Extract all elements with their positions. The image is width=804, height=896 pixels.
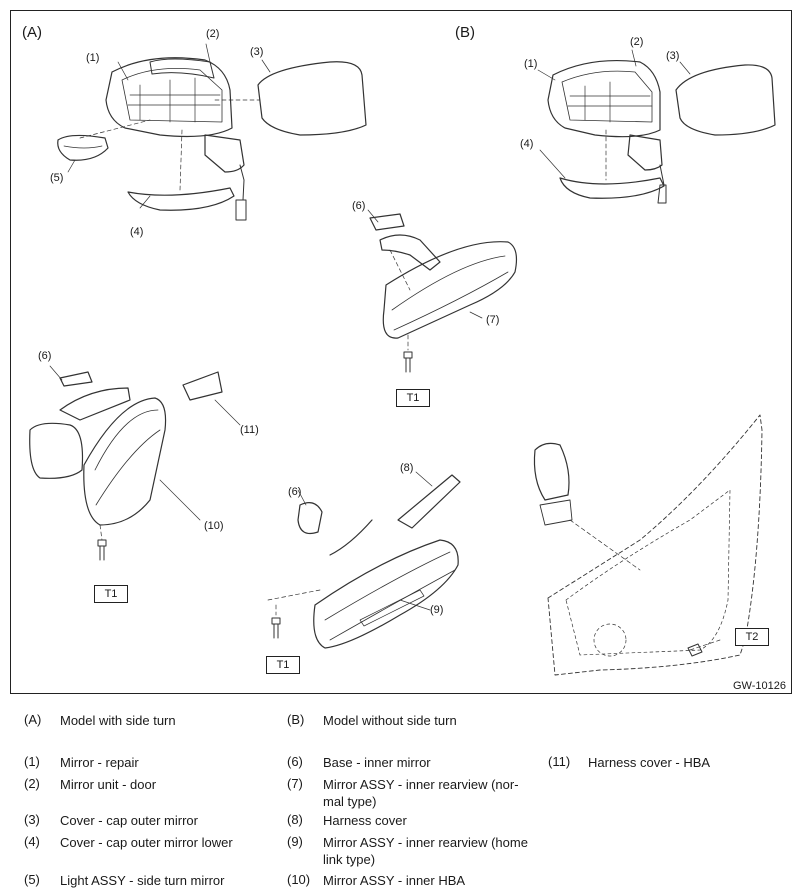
- legend-5-code: (5): [24, 872, 40, 887]
- callout-6-homelink: (6): [288, 486, 302, 498]
- torque-t1-hba: T1: [94, 585, 128, 603]
- legend-6-code: (6): [287, 754, 303, 769]
- legend-11-code: (11): [548, 754, 571, 769]
- legend-variant-a-text: Model with side turn: [60, 713, 176, 728]
- callout-1-b: (1): [524, 58, 538, 70]
- legend-3-text: Cover - cap outer mirror: [60, 813, 198, 828]
- callout-1-a: (1): [86, 52, 100, 64]
- torque-t1-normal: T1: [396, 389, 430, 407]
- legend-11-text: Harness cover - HBA: [588, 755, 711, 770]
- outer-mirror-a: [57, 43, 367, 221]
- diagram-frame: [10, 10, 792, 694]
- torque-t1-homelink: T1: [266, 656, 300, 674]
- callout-6-hba: (6): [38, 350, 52, 362]
- callout-7: (7): [486, 314, 500, 326]
- callout-10: (10): [204, 520, 224, 532]
- inner-mirror-normal: [367, 209, 518, 373]
- legend-5-text: Light ASSY - side turn mirror: [60, 873, 225, 888]
- legend-7-code: (7): [287, 776, 303, 791]
- callout-11: (11): [240, 424, 259, 436]
- callout-4-b: (4): [520, 138, 534, 150]
- legend-10-text: Mirror ASSY - inner HBA: [323, 873, 466, 888]
- callout-2-a: (2): [206, 28, 220, 40]
- variant-b-label: (B): [455, 24, 475, 41]
- figure-code: GW-10126: [733, 680, 786, 692]
- legend-variant-b-code: (B): [287, 712, 305, 727]
- outer-mirror-b: [537, 49, 776, 204]
- callout-5-a: (5): [50, 172, 64, 184]
- callout-2-b: (2): [630, 36, 644, 48]
- legend-2-text: Mirror unit - door: [60, 777, 157, 792]
- door-panel: [533, 414, 763, 676]
- legend-10-code: (10): [287, 872, 311, 887]
- legend-7-text: Mirror ASSY - inner rearview (nor-mal ty…: [323, 777, 519, 809]
- inner-mirror-hba: [29, 365, 241, 561]
- legend-9-text: Mirror ASSY - inner rearview (home link …: [323, 835, 528, 867]
- legend-variant-a-code: (A): [24, 712, 42, 727]
- callout-6-normal: (6): [352, 200, 366, 212]
- callout-9: (9): [430, 604, 444, 616]
- legend-8-text: Harness cover: [323, 813, 407, 828]
- legend-4-text: Cover - cap outer mirror lower: [60, 835, 233, 850]
- callout-3-b: (3): [666, 50, 680, 62]
- legend-1-text: Mirror - repair: [60, 755, 139, 770]
- callout-8: (8): [400, 462, 414, 474]
- callout-4-a: (4): [130, 226, 144, 238]
- legend-3-code: (3): [24, 812, 40, 827]
- variant-a-label: (A): [22, 24, 42, 41]
- callout-3-a: (3): [250, 46, 264, 58]
- legend-1-code: (1): [24, 754, 40, 769]
- inner-mirror-homelink: [267, 471, 461, 649]
- legend-9-code: (9): [287, 834, 303, 849]
- legend-2-code: (2): [24, 776, 40, 791]
- legend-4-code: (4): [24, 834, 40, 849]
- torque-t2-door: T2: [735, 628, 769, 646]
- legend-8-code: (8): [287, 812, 303, 827]
- legend-variant-b-text: Model without side turn: [323, 713, 457, 728]
- legend-6-text: Base - inner mirror: [323, 755, 431, 770]
